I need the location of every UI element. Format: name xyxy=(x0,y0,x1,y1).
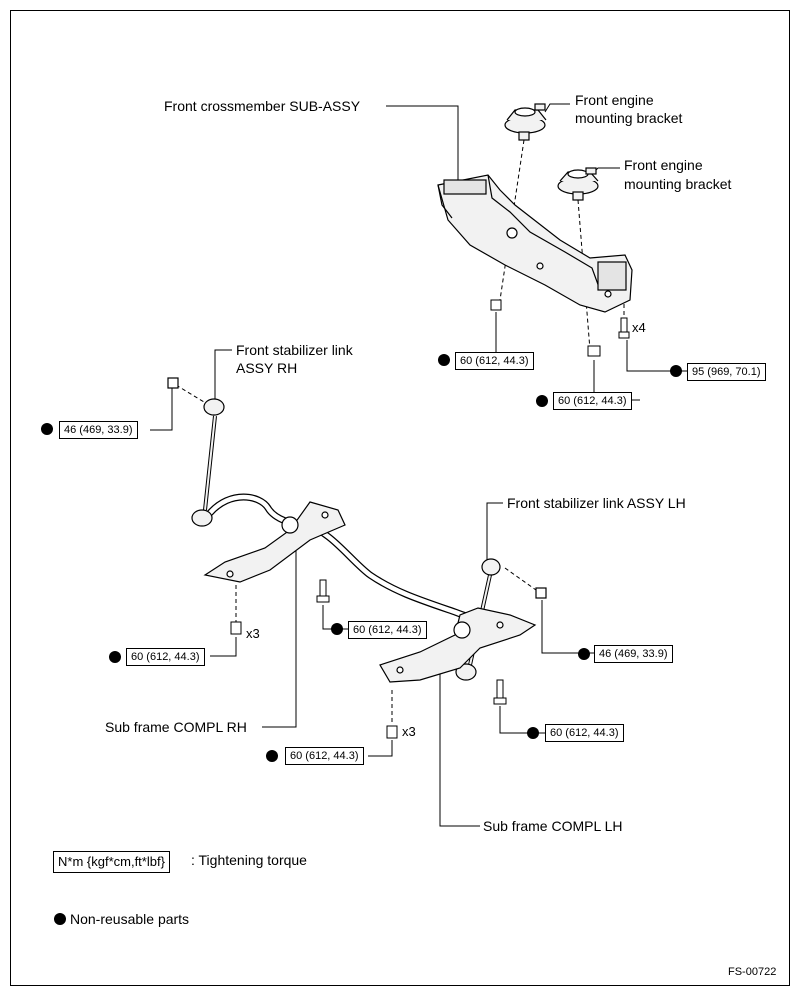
torque-subframe-lh-bolt-b: 60 (612, 44.3) xyxy=(545,724,624,742)
label-front-crossmember: Front crossmember SUB-ASSY xyxy=(164,98,361,114)
dash-stab-rh xyxy=(175,384,205,403)
torque-subframe-rh-bolt-a: 60 (612, 44.3) xyxy=(126,648,205,666)
label-engine-bracket-2-line1: Front engine xyxy=(624,157,703,173)
dash-stab-lh xyxy=(504,567,537,591)
torque-stabilizer-lh-nut: 46 (469, 33.9) xyxy=(594,645,673,663)
leader-tq-sf-lh-a xyxy=(368,740,393,757)
label-subframe-lh: Sub frame COMPL LH xyxy=(483,818,623,834)
engine-bracket-2 xyxy=(557,167,599,201)
non-reusable-dot xyxy=(331,623,343,635)
non-reusable-dot xyxy=(438,354,450,366)
leader-tq-sf-lh-b xyxy=(499,706,545,734)
leader-tq-stab-rh xyxy=(150,385,173,431)
subframe-rh-fasteners xyxy=(230,579,330,635)
leader-stab-lh xyxy=(486,502,503,560)
label-subframe-rh: Sub frame COMPL RH xyxy=(105,719,247,735)
leader-subframe-lh xyxy=(439,673,480,827)
subframe-rh-part xyxy=(203,501,346,583)
crossmember-fasteners xyxy=(490,299,630,357)
leader-tq-sf-rh-a xyxy=(210,637,237,657)
non-reusable-dot xyxy=(536,395,548,407)
legend-non-reusable-dot xyxy=(54,913,66,925)
label-engine-bracket-2-line2: mounting bracket xyxy=(624,176,732,192)
crossmember-part xyxy=(437,174,633,313)
multiplier-subframe-lh: x3 xyxy=(402,724,416,739)
label-stabilizer-link-rh-line2: ASSY RH xyxy=(236,360,298,376)
leader-tq-cm-bolt xyxy=(626,340,690,372)
non-reusable-dot xyxy=(266,750,278,762)
non-reusable-dot xyxy=(670,365,682,377)
figure-id: FS-00722 xyxy=(728,966,777,978)
label-stabilizer-link-rh-line1: Front stabilizer link xyxy=(236,342,353,358)
diagram-frame xyxy=(10,10,790,986)
legend-unit-box: N*m {kgf*cm,ft*lbf} xyxy=(53,851,170,873)
subframe-lh-part xyxy=(379,607,537,683)
torque-crossmember-nut-right: 60 (612, 44.3) xyxy=(553,392,632,410)
leader-subframe-rh xyxy=(262,548,297,728)
non-reusable-dot xyxy=(109,651,121,663)
non-reusable-dot xyxy=(41,423,53,435)
engine-bracket-1 xyxy=(504,103,547,141)
subframe-lh-fasteners xyxy=(386,679,507,739)
stabilizer-bar-inner xyxy=(207,494,491,625)
torque-crossmember-bolt: 95 (969, 70.1) xyxy=(687,363,766,381)
leader-tq-stab-lh xyxy=(541,600,596,654)
multiplier-subframe-rh: x3 xyxy=(246,626,260,641)
torque-subframe-lh-bolt-a: 60 (612, 44.3) xyxy=(285,747,364,765)
leader-crossmember xyxy=(386,105,459,180)
legend-non-reusable-text: Non-reusable parts xyxy=(70,911,190,927)
stabilizer-link-rh xyxy=(167,377,225,527)
leader-stab-rh xyxy=(214,349,232,404)
torque-subframe-rh-bolt-b: 60 (612, 44.3) xyxy=(348,621,427,639)
label-engine-bracket-1-line1: Front engine xyxy=(575,92,654,108)
label-engine-bracket-1-line2: mounting bracket xyxy=(575,110,683,126)
label-stabilizer-link-lh: Front stabilizer link ASSY LH xyxy=(507,495,686,511)
leader-bracket-1 xyxy=(544,103,570,113)
multiplier-crossmember-bolt: x4 xyxy=(632,320,646,335)
legend-unit-text: : Tightening torque xyxy=(191,852,307,868)
non-reusable-dot xyxy=(578,648,590,660)
torque-crossmember-nut-left: 60 (612, 44.3) xyxy=(455,352,534,370)
torque-stabilizer-rh-nut: 46 (469, 33.9) xyxy=(59,421,138,439)
leader-tq-cm-left xyxy=(480,312,497,354)
non-reusable-dot xyxy=(527,727,539,739)
